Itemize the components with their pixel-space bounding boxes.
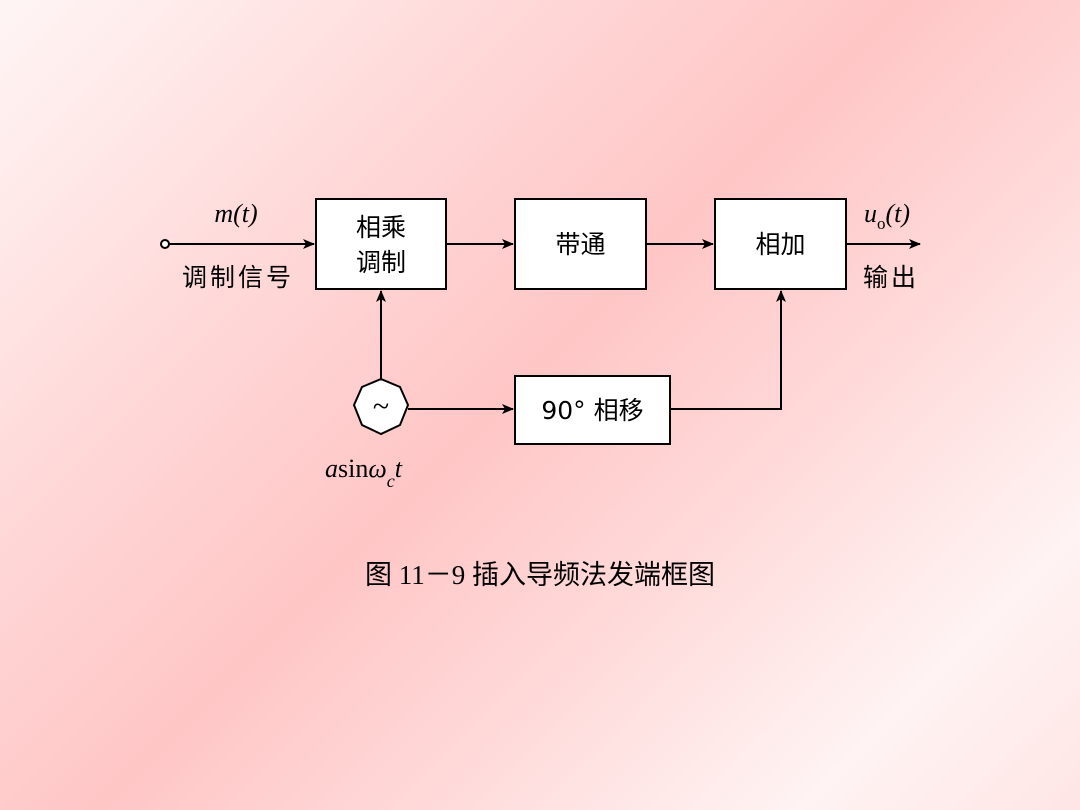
phase-shift-label: 90° 相移 — [541, 396, 643, 425]
phase-shift-block — [514, 375, 671, 445]
bandpass-label: 带通 — [555, 230, 605, 259]
oscillator-tilde: ~ — [373, 390, 389, 423]
output-label: 输出 — [863, 263, 919, 292]
adder-label: 相加 — [755, 230, 805, 259]
input-terminal — [160, 239, 170, 249]
adder-block — [714, 198, 847, 290]
figure-caption: 图 11－9 插入导频法发端框图 — [365, 560, 715, 590]
multiplier-label-line1: 相乘 — [356, 213, 406, 242]
multiplier-label-line2: 调制 — [356, 248, 406, 277]
arrow-phase-shift-to-adder — [670, 290, 786, 410]
input-label: 调制信号 — [182, 263, 294, 292]
oscillator-symbol — [352, 377, 410, 436]
output-signal-label: uo(t) — [864, 199, 910, 233]
input-signal-label: m(t) — [214, 199, 257, 228]
carrier-label: asinωct — [325, 454, 403, 491]
bandpass-block — [514, 198, 647, 290]
